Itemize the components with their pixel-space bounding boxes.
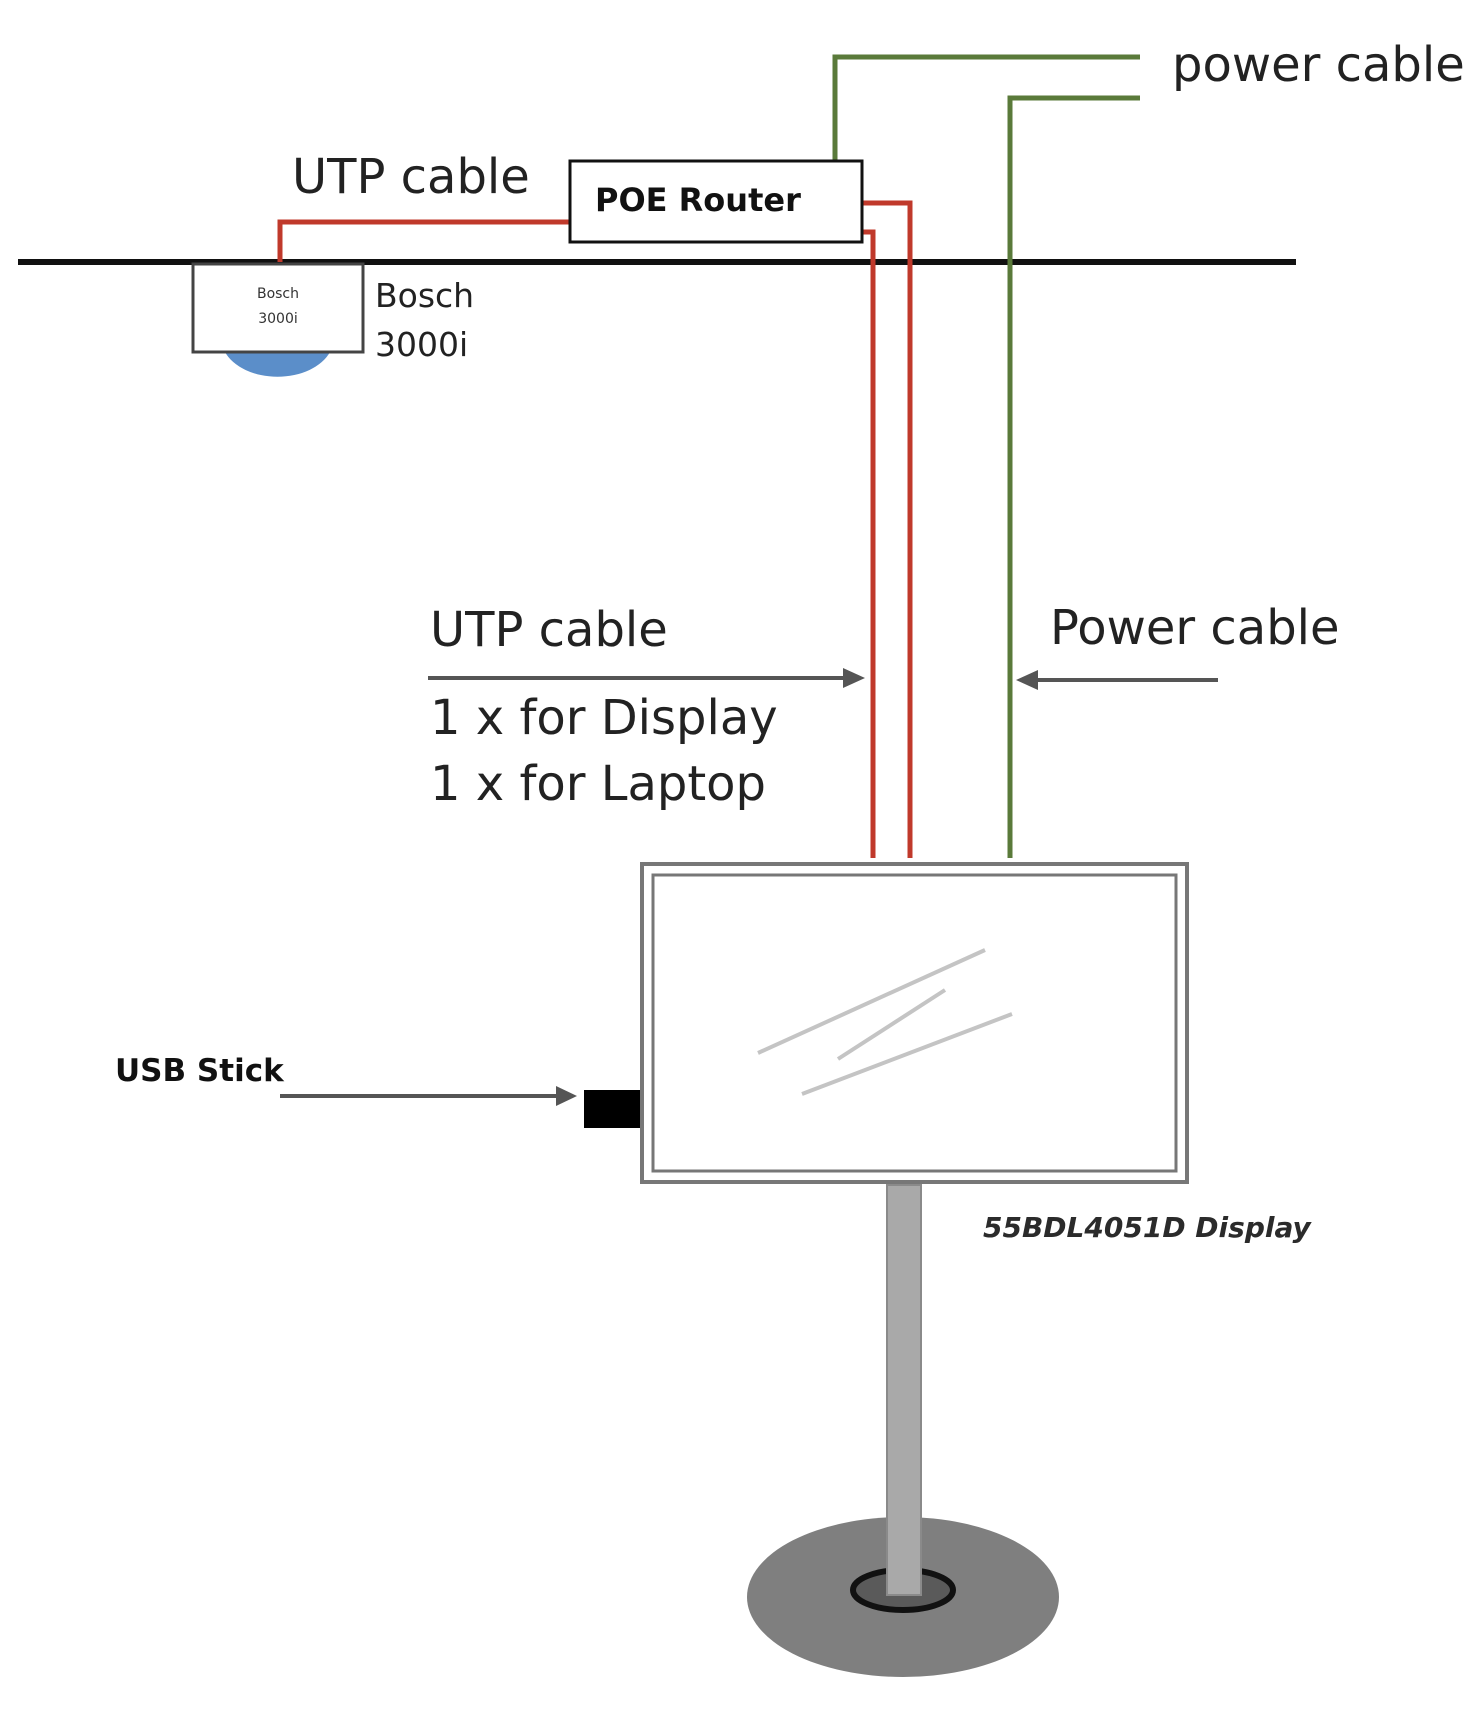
utp-arrow-head (843, 668, 865, 688)
usb-arrow-head (556, 1086, 577, 1106)
camera-dome (225, 352, 330, 377)
utp-cable-camera (277, 219, 570, 262)
screen-glare-2 (836, 988, 947, 1061)
poe-router-label: POE Router (595, 181, 801, 219)
utp-cable-mid-label: UTP cable (430, 602, 668, 658)
power-cable-1 (832, 54, 1140, 160)
display-screen (651, 873, 1178, 1173)
camera-box-line2: 3000i (258, 311, 298, 327)
screen-glare-1 (757, 948, 986, 1055)
utp-cable-laptop (862, 200, 913, 858)
power-arrow-head (1016, 670, 1038, 690)
poe-router-box (568, 159, 864, 244)
screen-glare-3 (801, 1012, 1013, 1096)
camera-box (191, 262, 365, 354)
display-model-label: 55BDL4051D Display (983, 1211, 1312, 1244)
utp-cable-top-label: UTP cable (292, 149, 530, 205)
camera-label-line2: 3000i (375, 325, 468, 364)
usb-stick-label: USB Stick (115, 1053, 285, 1089)
bosch-camera: Bosch 3000i (191, 262, 365, 377)
for-display-label: 1 x for Display (430, 690, 778, 746)
for-laptop-label: 1 x for Laptop (430, 756, 766, 812)
power-cable-top-label: power cable (1172, 37, 1465, 93)
utp-cable-display (862, 229, 876, 858)
camera-label-line1: Bosch (375, 276, 474, 315)
stand-pole (886, 1184, 922, 1596)
camera-box-line1: Bosch (257, 286, 299, 302)
display (640, 862, 1189, 1184)
usb-stick (584, 1090, 642, 1128)
power-cable-mid-label: Power cable (1050, 600, 1340, 656)
power-cable-2 (1007, 95, 1140, 858)
